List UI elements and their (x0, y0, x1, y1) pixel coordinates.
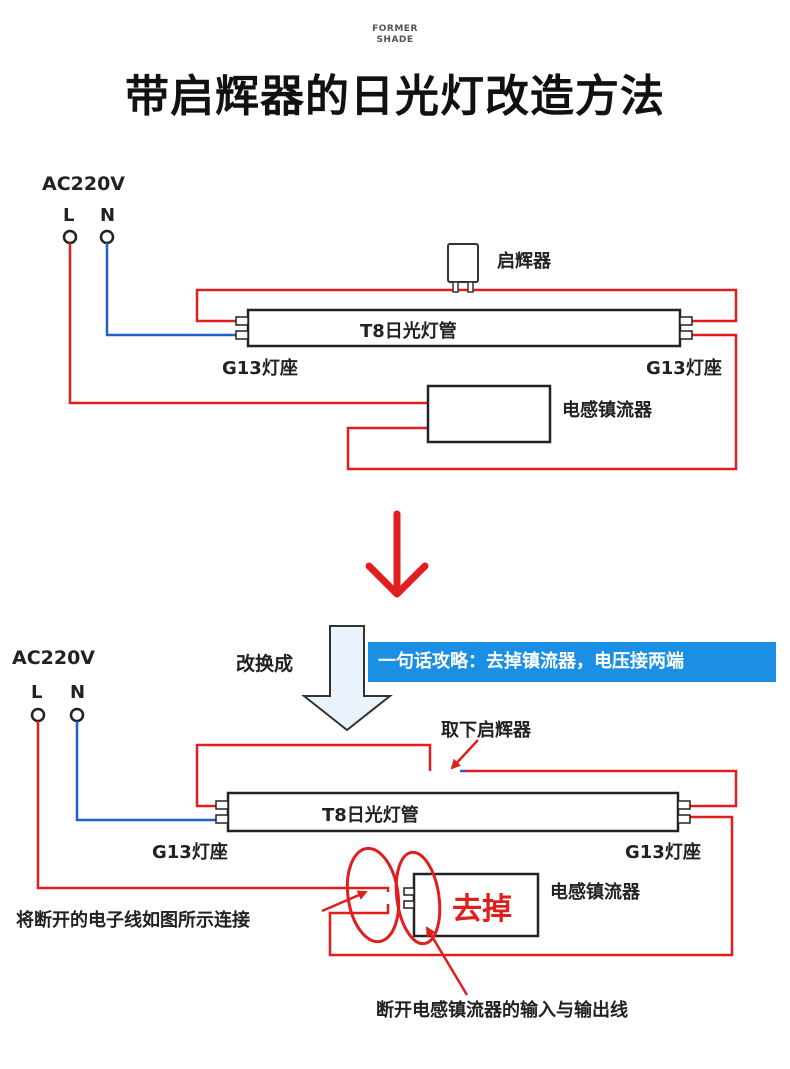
tip-banner: 一句话攻略：去掉镇流器，电压接两端 (368, 642, 776, 682)
top-tube-label: T8日光灯管 (360, 321, 457, 342)
top-starter-pin-right (467, 281, 474, 293)
top-live-wire (68, 243, 428, 405)
bottom-tube-body (226, 791, 680, 833)
bottom-tube-pin-l1 (215, 800, 229, 810)
top-starter-loop (195, 288, 738, 323)
bottom-terminal-l-label: L (31, 682, 43, 703)
remove-starter-label: 取下启辉器 (441, 720, 531, 741)
brand-line-2: SHADE (376, 35, 414, 45)
highlight-ellipse-right (394, 850, 442, 946)
bottom-starter-loop-right (466, 769, 738, 808)
pointer-arrow-disconnect (425, 926, 469, 996)
bottom-socket-left-label: G13灯座 (152, 842, 228, 863)
bottom-ballast-label: 电感镇流器 (550, 882, 640, 903)
bottom-tube-pin-l2 (215, 814, 229, 824)
top-ballast-return (346, 333, 738, 471)
bottom-terminal-n-label: N (70, 682, 86, 703)
bottom-ballast-pin-1 (403, 887, 415, 896)
blue-down-arrow-icon (301, 625, 393, 732)
top-ballast-label: 电感镇流器 (562, 400, 652, 421)
note-disconnect: 断开电感镇流器的输入与输出线 (376, 1000, 628, 1021)
transition-label: 改换成 (236, 653, 294, 675)
top-ballast-box (426, 384, 552, 444)
bottom-terminal-n-point (69, 707, 85, 723)
bottom-ballast-pin-2 (403, 900, 415, 909)
bottom-neutral-wire (75, 721, 218, 822)
top-diagram (62, 229, 738, 471)
bottom-return-wire (328, 815, 734, 957)
page-title: 带启辉器的日光灯改造方法 (125, 71, 665, 122)
bottom-starter-loop-left (195, 743, 432, 808)
highlight-ellipse-left (345, 846, 401, 944)
bottom-terminal-l-point (30, 707, 46, 723)
bottom-ballast-box (412, 872, 540, 938)
red-down-arrow-icon (365, 510, 429, 598)
top-tube-pin-l2 (235, 330, 249, 340)
top-starter-pin-left (452, 281, 459, 293)
brand-logo: FORMER SHADE (0, 24, 790, 46)
top-tube-pin-r1 (679, 316, 693, 326)
bottom-live-wire (36, 721, 390, 892)
pointer-arrow-connect (321, 890, 368, 913)
top-power-label: AC220V (42, 173, 126, 195)
top-terminal-n-label: N (100, 205, 116, 226)
brand-line-1: FORMER (372, 24, 418, 34)
top-terminal-l-point (62, 229, 78, 245)
top-tube-body (246, 308, 682, 348)
top-socket-left-label: G13灯座 (222, 358, 298, 379)
pointer-arrow-remove-starter (450, 739, 479, 770)
top-tube-pin-r2 (679, 330, 693, 340)
top-neutral-wire (105, 243, 240, 337)
top-starter-label: 启辉器 (497, 251, 551, 272)
note-connect: 将断开的电子线如图所示连接 (16, 910, 250, 931)
bottom-tube-label: T8日光灯管 (322, 805, 419, 826)
top-terminal-l-label: L (63, 205, 75, 226)
top-terminal-n-point (99, 229, 115, 245)
bottom-tube-pin-r2 (677, 814, 691, 824)
remove-ballast-text: 去掉 (452, 892, 512, 927)
bottom-power-label: AC220V (12, 647, 96, 669)
bottom-diagram (30, 707, 738, 996)
bottom-socket-right-label: G13灯座 (625, 842, 701, 863)
top-starter-icon (447, 243, 479, 283)
top-tube-pin-l1 (235, 316, 249, 326)
top-socket-right-label: G13灯座 (646, 358, 722, 379)
bottom-tube-pin-r1 (677, 800, 691, 810)
